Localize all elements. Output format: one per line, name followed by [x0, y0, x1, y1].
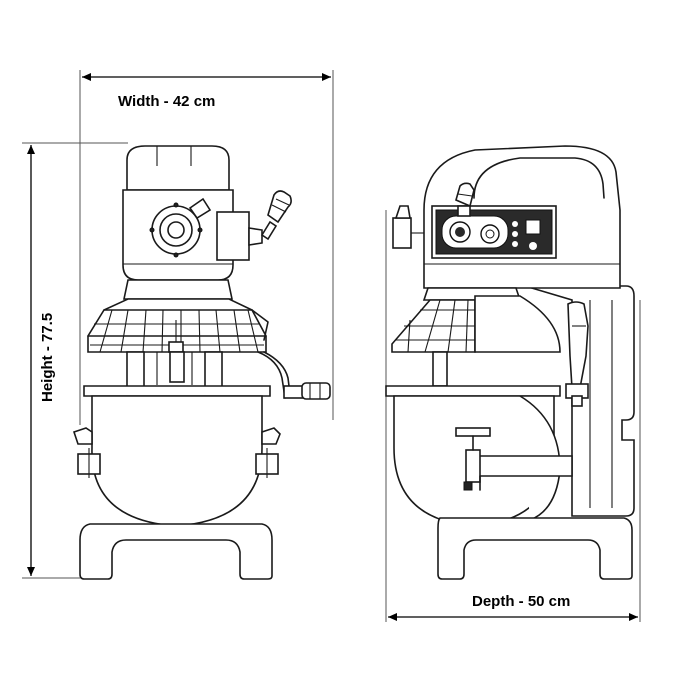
- bowl-arm: [455, 427, 573, 491]
- side-base: [437, 517, 633, 580]
- height-label: Height - 77.5: [39, 313, 56, 402]
- front-guard: [87, 298, 269, 353]
- head-lever-icon: [260, 190, 292, 241]
- speed-dial-icon: [149, 197, 212, 258]
- side-lever-icon: [455, 182, 475, 217]
- width-dimension: Width - 42 cm: [79, 70, 334, 425]
- bowl-lift-handle-icon: [565, 301, 589, 407]
- mixer-side-view: [385, 145, 635, 580]
- mixer-front-view: [72, 145, 331, 580]
- front-base: [79, 523, 273, 580]
- width-label: Width - 42 cm: [118, 93, 215, 110]
- bowl-crank-icon: [257, 351, 331, 400]
- depth-label: Depth - 50 cm: [472, 593, 570, 610]
- height-dimension: Height - 77.5: [22, 142, 128, 579]
- side-knob-icon: [392, 205, 424, 249]
- front-bowl: [72, 385, 281, 527]
- control-panel: [431, 205, 557, 259]
- side-guard: [391, 299, 476, 353]
- depth-dimension: Depth - 50 cm: [385, 210, 641, 622]
